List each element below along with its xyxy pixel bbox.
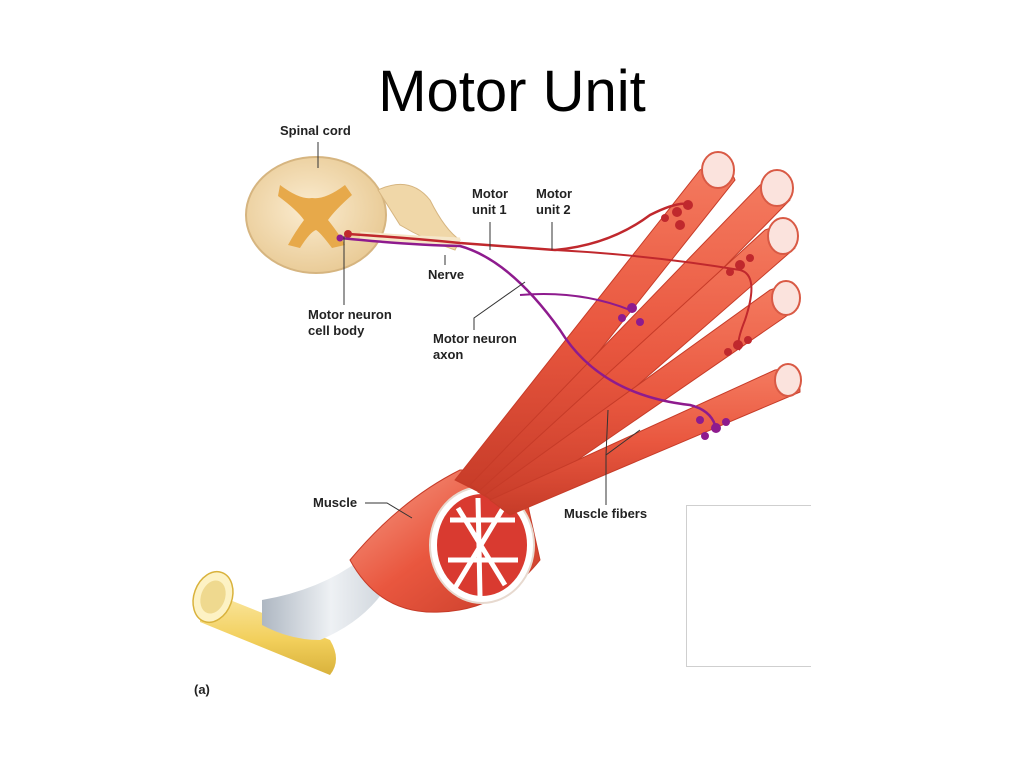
label-motor-unit-2-line2: unit 2 <box>536 202 571 217</box>
label-spinal-cord: Spinal cord <box>280 123 351 138</box>
label-motor-neuron-cell-body: Motor neuron cell body <box>308 307 392 339</box>
gray-matter <box>278 185 352 248</box>
panel-label: (a) <box>194 682 210 697</box>
motor-unit-1-axon-branch <box>554 249 753 351</box>
label-axon-line2: axon <box>433 347 464 362</box>
junctions-unit-1 <box>661 200 754 356</box>
junctions-unit-2 <box>618 303 730 440</box>
label-cell-body-line1: Motor neuron <box>308 307 392 322</box>
label-muscle: Muscle <box>313 495 358 510</box>
label-motor-unit-2: Motor unit 2 <box>536 186 572 218</box>
label-cell-body-line2: cell body <box>308 323 365 338</box>
label-motor-unit-2-line1: Motor <box>536 186 573 201</box>
muscle-cross-section <box>429 486 535 604</box>
label-motor-neuron-axon: Motor neuron axon <box>433 331 517 363</box>
leader-lines <box>317 142 641 519</box>
label-nerve: Nerve <box>428 267 465 282</box>
label-axon-line1: Motor neuron <box>433 331 517 346</box>
label-motor-unit-1-line2: unit 1 <box>472 202 507 217</box>
motor-unit-2-axon-branch <box>519 293 631 311</box>
label-motor-unit-1-line1: Motor <box>472 186 509 201</box>
label-motor-unit-1: Motor unit 1 <box>472 186 508 218</box>
label-muscle-fibers: Muscle fibers <box>564 506 648 521</box>
muscle-fibers <box>454 151 802 516</box>
spinal-cord <box>245 156 461 274</box>
slide-title: Motor Unit <box>378 59 646 124</box>
bone <box>192 570 336 675</box>
blank-box <box>686 505 811 667</box>
motor-unit-2-axon <box>339 236 717 426</box>
motor-unit-1-axon <box>347 202 691 252</box>
